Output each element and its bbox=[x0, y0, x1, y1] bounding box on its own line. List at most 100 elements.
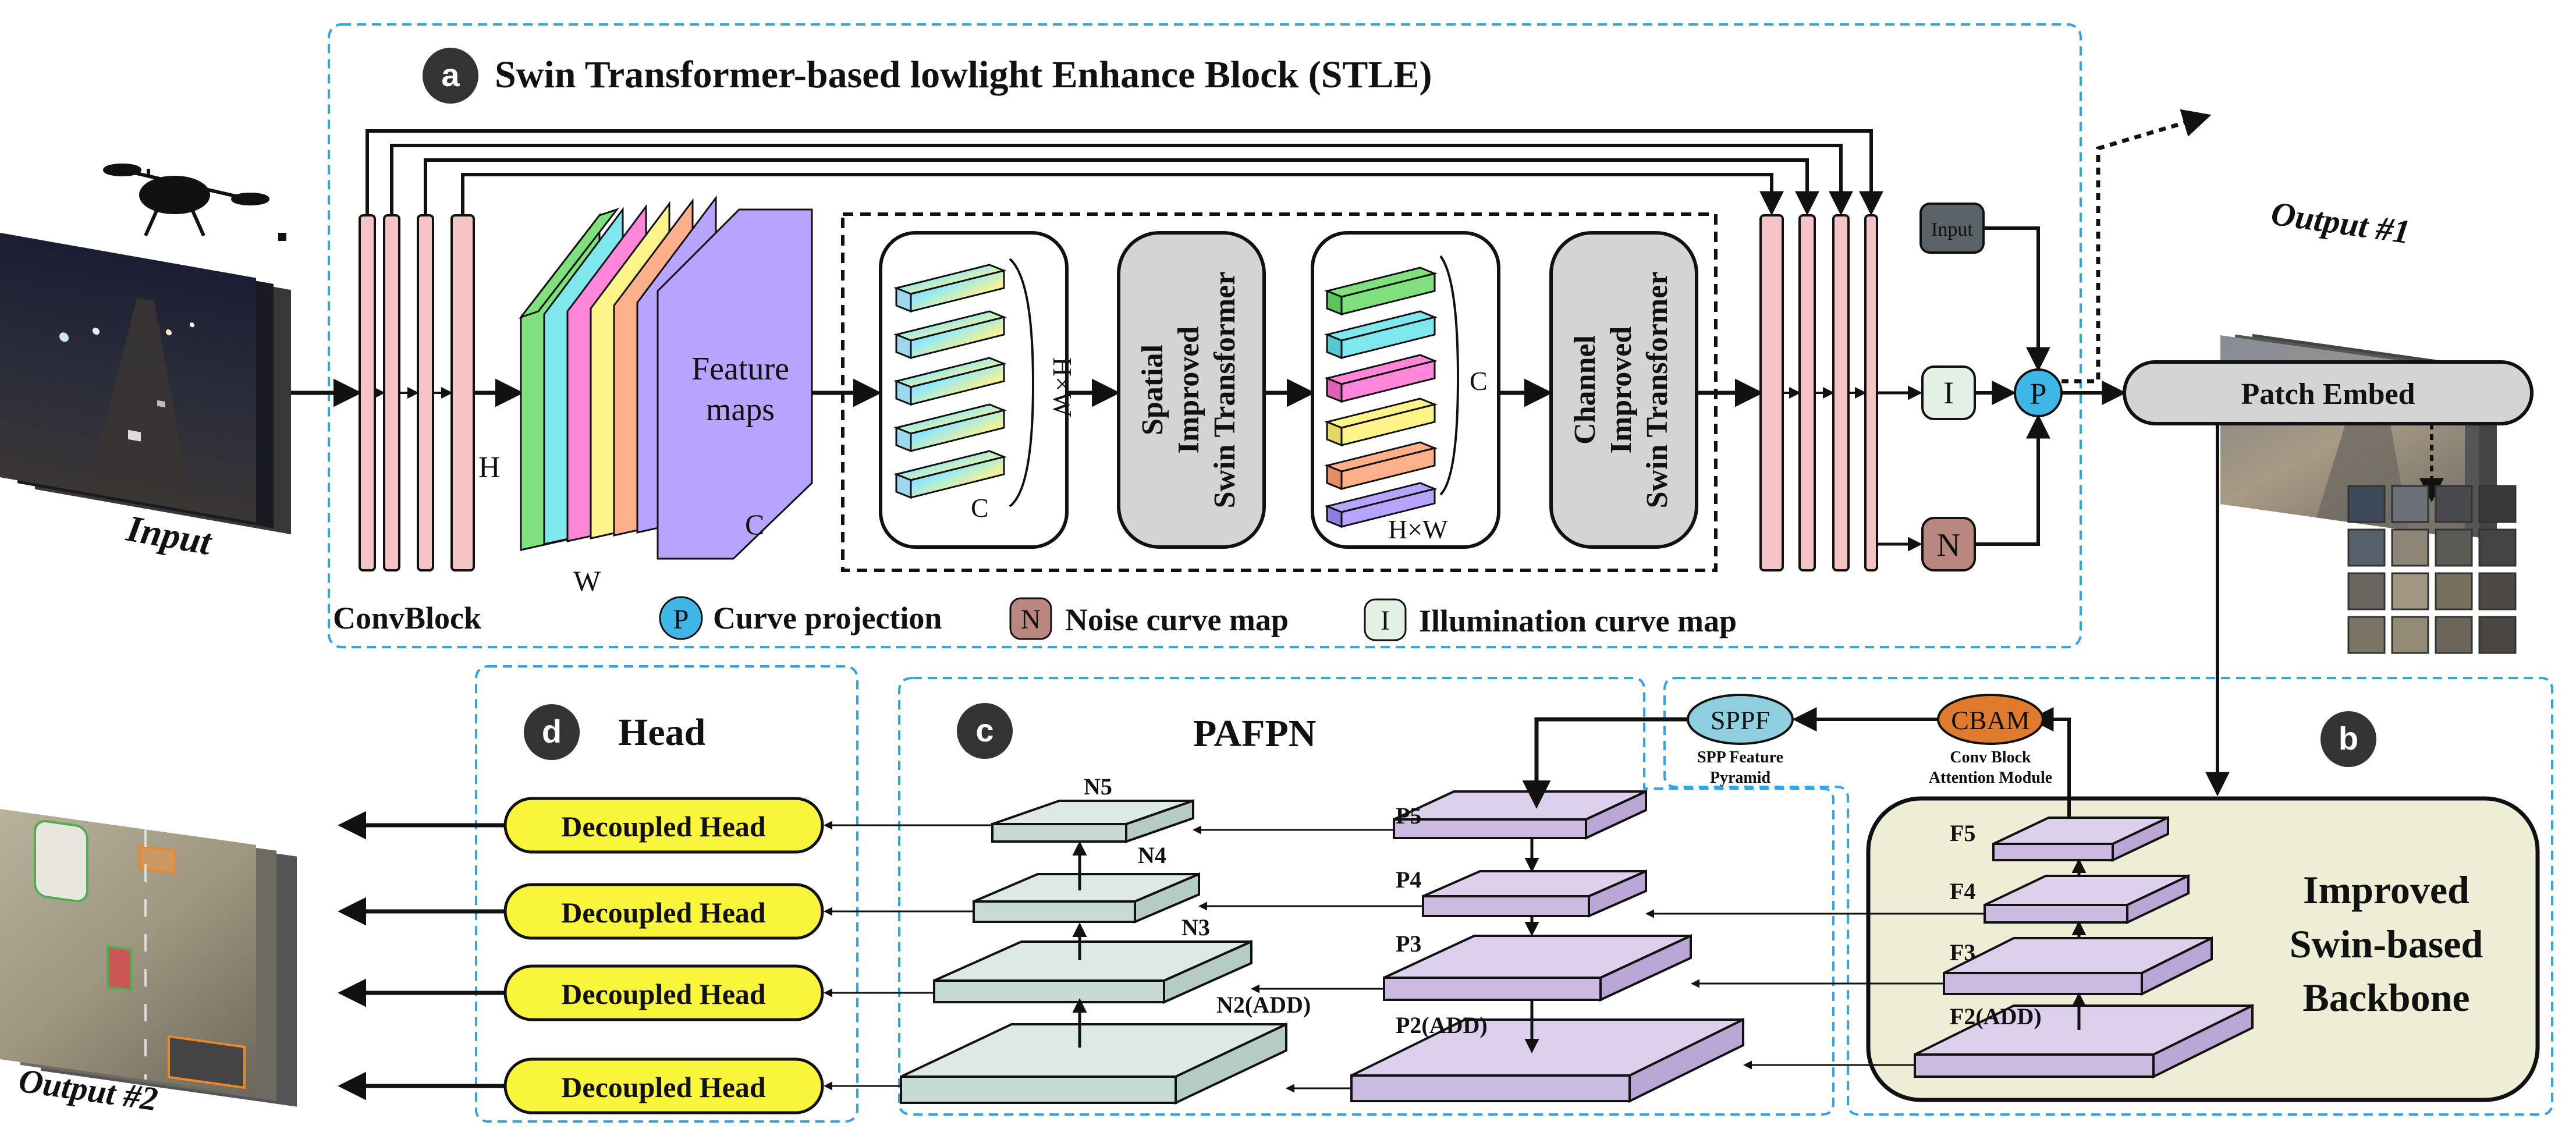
patch-embed-label: Patch Embed bbox=[2241, 378, 2415, 411]
section-a-badge bbox=[423, 48, 478, 104]
svg-text:Improved: Improved bbox=[1605, 326, 1638, 454]
svg-text:Swin Transformer: Swin Transformer bbox=[1641, 272, 1674, 509]
sppf-to-p5 bbox=[1522, 717, 1688, 809]
curve-i-label: I bbox=[1943, 375, 1954, 410]
p-plates bbox=[1350, 789, 1744, 1103]
spatial-block bbox=[1117, 231, 1266, 549]
output2-image-stack bbox=[0, 809, 297, 1107]
svg-text:Swin Transformer: Swin Transformer bbox=[1208, 272, 1241, 509]
svg-text:P: P bbox=[673, 604, 689, 635]
head-label-3: Decoupled Head bbox=[561, 978, 766, 1010]
f-to-p-lines bbox=[1645, 909, 1985, 1070]
sppf-label: SPPF bbox=[1711, 705, 1770, 735]
section-a-title: Swin Transformer-based lowlight Enhance … bbox=[495, 54, 1432, 96]
tensor2-brace bbox=[1439, 255, 1460, 496]
drone-icon bbox=[103, 164, 269, 237]
section-d-frame bbox=[475, 665, 858, 1123]
svg-text:b: b bbox=[2339, 720, 2358, 757]
svg-text:Spatial: Spatial bbox=[1136, 345, 1169, 435]
section-c-badge bbox=[957, 703, 1013, 759]
channel-block-text: Channel Improved Swin Transformer bbox=[1569, 272, 1674, 509]
section-c-title: PAFPN bbox=[1193, 712, 1316, 755]
head-pills bbox=[503, 797, 824, 1114]
feature-maps-line1: Feature bbox=[691, 351, 789, 387]
skip-connections bbox=[366, 129, 1883, 216]
output1-label: Output #1 bbox=[2269, 194, 2412, 251]
section-b-frame bbox=[1663, 677, 2553, 1116]
feature-maps-line2: maps bbox=[706, 392, 775, 428]
section-d-title: Head bbox=[618, 711, 705, 754]
head-label-2: Decoupled Head bbox=[561, 896, 766, 929]
head-label-1: Decoupled Head bbox=[561, 810, 766, 843]
p2-label: P2(ADD) bbox=[1396, 1012, 1488, 1038]
tensor2-c: C bbox=[1470, 366, 1488, 396]
tensor1-hw: H×W bbox=[1048, 357, 1077, 417]
input-image-stack bbox=[0, 232, 291, 535]
legend-n-text: Noise curve map bbox=[1065, 602, 1289, 637]
legend: P Curve projection N Noise curve map I I… bbox=[659, 596, 1737, 641]
legend-p-text: Curve projection bbox=[713, 601, 942, 636]
backbone-line3: Backbone bbox=[2302, 975, 2469, 1020]
section-b-badge bbox=[2320, 711, 2376, 767]
curve-arrows bbox=[1975, 226, 2127, 546]
feature-c-label: C bbox=[745, 508, 764, 541]
n4-label: N4 bbox=[1138, 842, 1166, 868]
svg-text:Improved: Improved bbox=[1172, 326, 1205, 454]
spatial-block-text: Spatial Improved Swin Transformer bbox=[1136, 272, 1241, 509]
f5-to-cbam bbox=[2029, 707, 2071, 818]
n5-label: N5 bbox=[1084, 773, 1112, 800]
tensor1-bars bbox=[893, 264, 1007, 499]
patch-embed bbox=[2123, 360, 2534, 425]
tensor2-bars bbox=[1324, 267, 1438, 528]
channel-block bbox=[1549, 231, 1698, 549]
svg-text:N: N bbox=[1021, 604, 1041, 635]
sppf-caption-1: SPP Feature bbox=[1697, 748, 1783, 766]
f4-label: F4 bbox=[1950, 878, 1975, 904]
tensor1-brace bbox=[1009, 258, 1035, 507]
n-to-head-lines bbox=[824, 821, 992, 1091]
section-a-frame bbox=[328, 23, 2082, 648]
patch-grid bbox=[2347, 485, 2517, 654]
legend-n-icon bbox=[1009, 597, 1052, 640]
f-plates bbox=[1914, 815, 2254, 1079]
p3-label: P3 bbox=[1396, 931, 1421, 957]
p5-label: P5 bbox=[1396, 803, 1421, 829]
f5-label: F5 bbox=[1950, 820, 1975, 846]
legend-i-icon bbox=[1364, 598, 1407, 641]
curve-n-label: N bbox=[1937, 527, 1960, 563]
svg-text:Channel: Channel bbox=[1569, 335, 1602, 445]
n2-label: N2(ADD) bbox=[1216, 992, 1311, 1018]
cbam-caption-2: Attention Module bbox=[1929, 769, 2052, 787]
output1-dotted-arrow bbox=[2061, 109, 2212, 384]
n3-label: N3 bbox=[1181, 914, 1210, 940]
feature-h-label: H bbox=[478, 451, 501, 484]
section-c-frame bbox=[898, 677, 1835, 1116]
sppf-caption-2: Pyramid bbox=[1710, 769, 1771, 787]
svg-text:I: I bbox=[1381, 605, 1390, 636]
feature-w-label: W bbox=[573, 565, 601, 597]
convblock-label: ConvBlock bbox=[333, 601, 481, 636]
tensor1-c: C bbox=[971, 493, 989, 523]
legend-p-icon bbox=[659, 596, 703, 640]
svg-text:c: c bbox=[975, 712, 994, 748]
backbone-line1: Improved bbox=[2303, 868, 2469, 912]
curve-input-label: Input bbox=[1931, 219, 1973, 240]
head-label-4: Decoupled Head bbox=[561, 1071, 766, 1103]
section-d-badge bbox=[524, 704, 580, 760]
f2-label: F2(ADD) bbox=[1950, 1003, 2042, 1030]
n-plates bbox=[900, 799, 1287, 1105]
backbone-line2: Swin-based bbox=[2290, 922, 2483, 966]
curve-p-label: P bbox=[2030, 378, 2047, 411]
tensor2-hw: H×W bbox=[1388, 514, 1448, 544]
section-a-badge-letter: a bbox=[441, 56, 460, 93]
svg-text:d: d bbox=[542, 713, 562, 750]
f3-label: F3 bbox=[1950, 939, 1975, 965]
cbam-caption-1: Conv Block bbox=[1950, 748, 2031, 766]
p-to-n-lines bbox=[1193, 825, 1423, 1093]
cbam-label: CBAM bbox=[1951, 705, 2029, 735]
head-output-arrows bbox=[338, 811, 505, 1101]
p4-label: P4 bbox=[1396, 867, 1421, 893]
feature-maps-stack bbox=[518, 195, 813, 560]
legend-i-text: Illumination curve map bbox=[1419, 604, 1737, 638]
